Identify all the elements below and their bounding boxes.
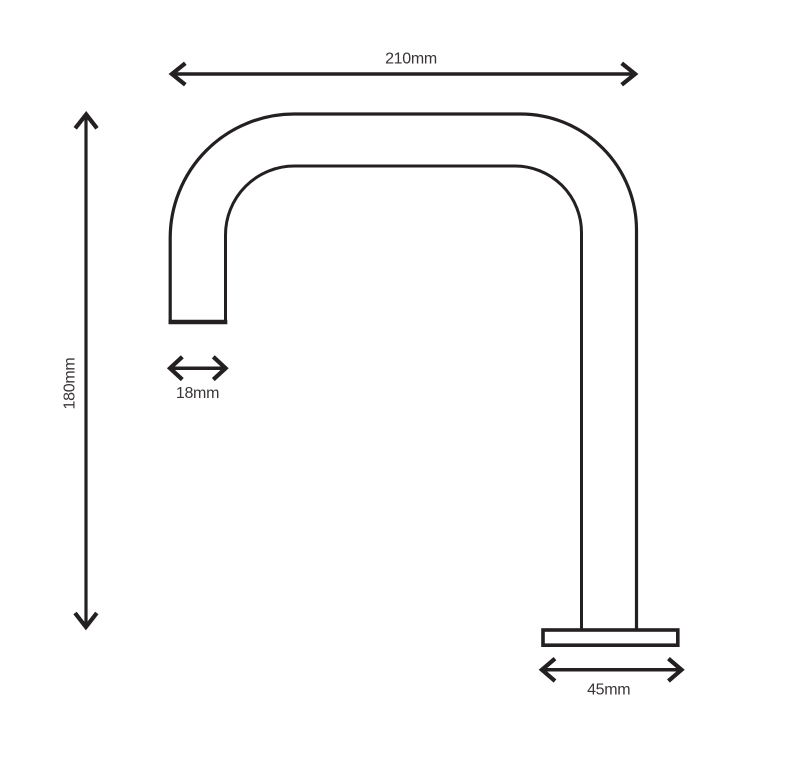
svg-text:210mm: 210mm [385, 51, 437, 68]
svg-text:180mm: 180mm [62, 358, 79, 410]
svg-text:45mm: 45mm [587, 682, 630, 699]
svg-text:18mm: 18mm [176, 385, 219, 402]
